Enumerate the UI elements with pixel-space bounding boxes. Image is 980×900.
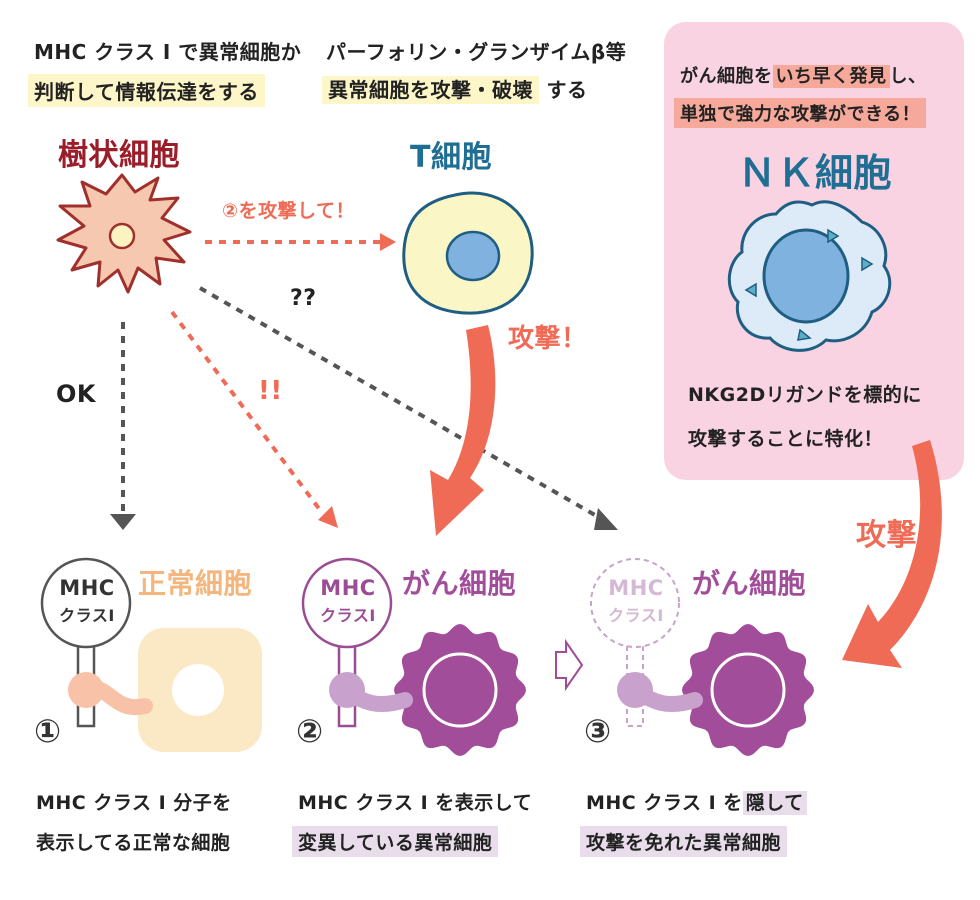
normal-cell-group [40, 557, 262, 752]
caption-3-line1: MHC クラス I を隠して [586, 788, 807, 815]
exclaim-label: !! [258, 376, 283, 406]
ok-label: OK [56, 380, 96, 408]
nk-attack-label: 攻撃！ [856, 518, 948, 553]
dendritic-description-line1: MHC クラス I で異常細胞か [34, 40, 302, 64]
caption-1-line2: 表示してる正常な細胞 [36, 832, 231, 854]
mhc-badge-3-line2: クラスI [608, 606, 664, 625]
dc-to-normal-arrow [110, 322, 136, 530]
mhc-badge-3 [590, 558, 680, 648]
caption-1-line1: MHC クラス I 分子を [36, 792, 232, 814]
mhc-badge-1-line1: MHC [59, 576, 115, 600]
transition-arrow [555, 638, 584, 692]
nk-attack-arrow [842, 440, 942, 668]
caption-2-line2: 変異している異常細胞 [292, 826, 499, 857]
nk-intro-line1: がん細胞をいち早く発見し、 [680, 65, 927, 88]
dc-to-tcell-label: ②を攻撃して！ [222, 200, 356, 222]
mhc-badge-2 [301, 557, 393, 649]
dendritic-cell-label: 樹状細胞 [58, 138, 180, 173]
cancer-cell-2-label: がん細胞 [402, 567, 517, 600]
cancer-cell-3-label: がん細胞 [692, 567, 807, 600]
mhc-badge-1 [40, 557, 132, 649]
mhc-badge-1-line2: クラスI [59, 606, 115, 625]
number-3: ③ [584, 712, 612, 750]
nk-description-line2: 攻撃することに特化！ [688, 428, 884, 450]
dendritic-cell-icon [56, 173, 192, 294]
tcell-label: T細胞 [410, 140, 492, 175]
mhc-badge-2-line2: クラスI [320, 606, 376, 625]
cancer-cell-3-group [590, 558, 814, 756]
mhc-badge-3-line1: MHC [608, 576, 664, 600]
caption-2-line1: MHC クラス I を表示して [298, 792, 533, 814]
nk-description-line1: NKG2Dリガンドを標的に [688, 384, 922, 406]
nk-title: ＮＫ細胞 [738, 151, 893, 195]
dendritic-description-line2: 判断して情報伝達をする [28, 74, 265, 107]
dc-to-cancer2-arrow [170, 310, 338, 528]
question-label: ?? [290, 286, 317, 311]
nk-intro-line2: 単独で強力な攻撃ができる！ [674, 98, 927, 128]
mhc-badge-2-line1: MHC [320, 576, 376, 600]
number-1: ① [34, 712, 62, 750]
tcell-attack-label: 攻撃！ [508, 324, 588, 354]
tcell-attack-arrow [430, 325, 496, 536]
normal-cell-label: 正常細胞 [138, 567, 253, 600]
cancer-cell-2-group [301, 557, 526, 756]
dc-to-cancer3-arrow [199, 286, 618, 530]
t-cell-icon [402, 191, 534, 315]
nk-cell-icon [727, 200, 892, 352]
dc-to-tcell-arrow [205, 233, 396, 251]
tcell-description-line2: 異常細胞を攻撃・破壊 する [322, 74, 587, 104]
tcell-description-line1: パーフォリン・グランザイムβ等 [326, 40, 627, 64]
caption-3-line2: 攻撃を免れた異常細胞 [580, 826, 788, 857]
number-2: ② [296, 712, 324, 750]
